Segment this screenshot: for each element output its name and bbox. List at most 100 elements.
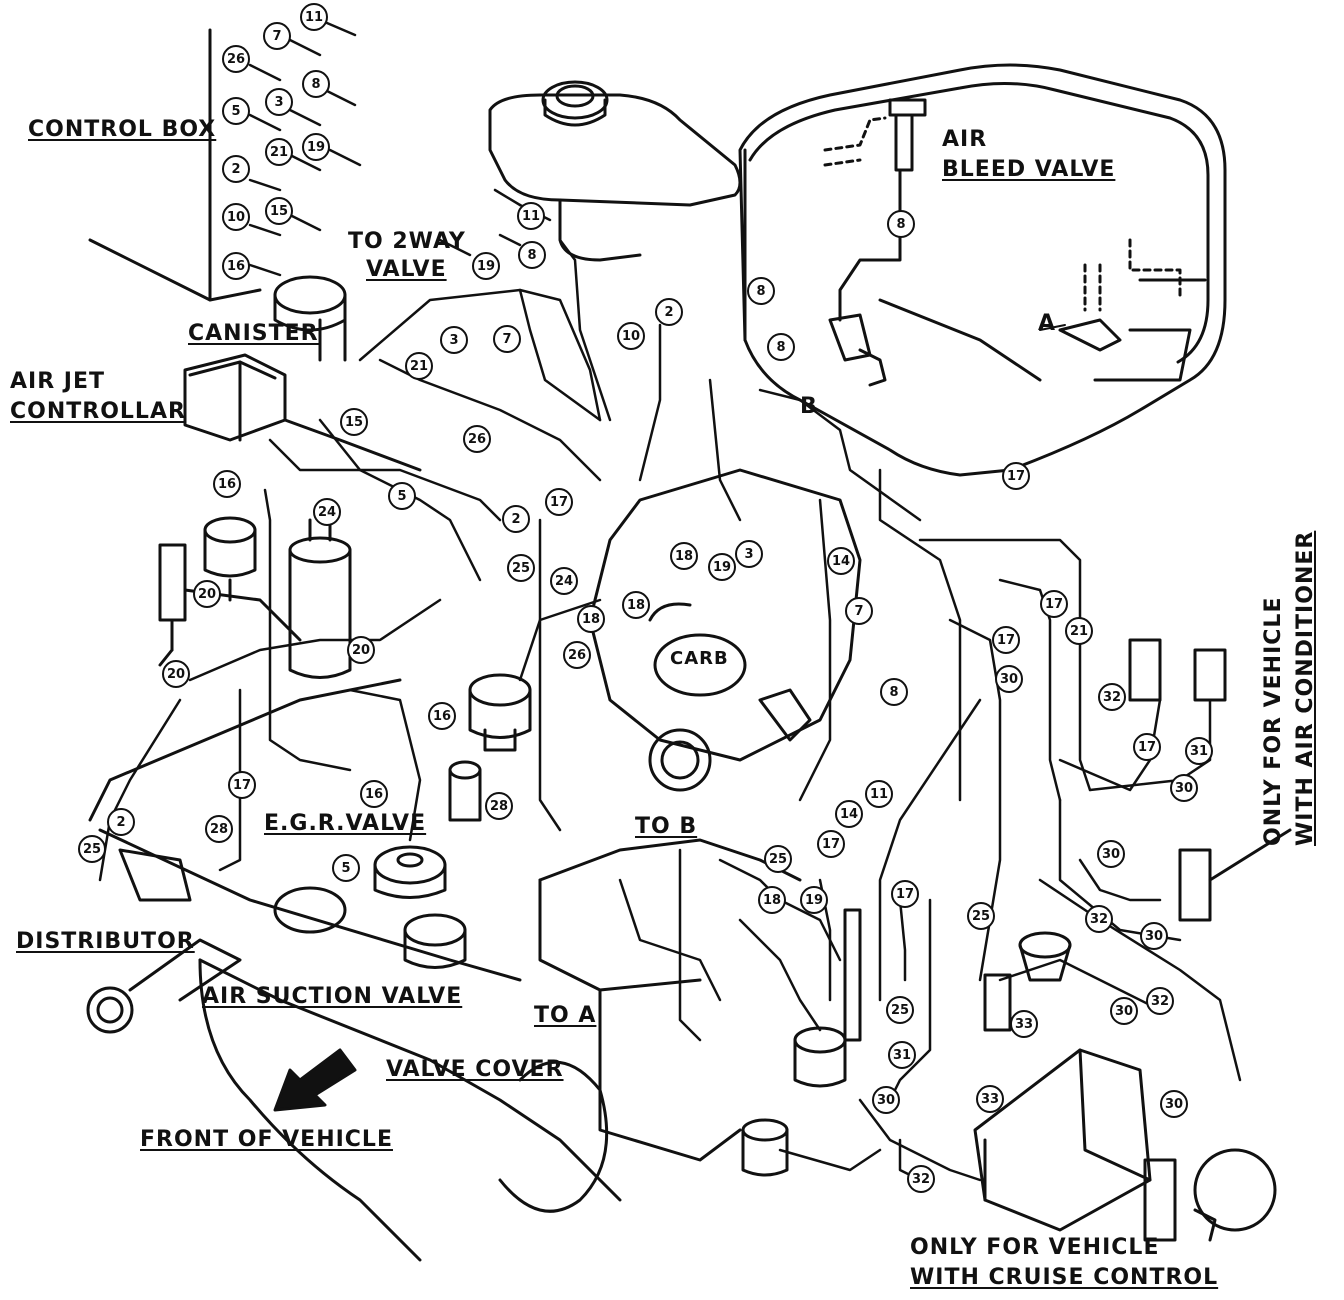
hose-number: 8 [302,70,330,98]
hose-number: 30 [872,1086,900,1114]
hose-number: 24 [313,498,341,526]
hose-number: 10 [222,203,250,231]
hose-number: 3 [735,540,763,568]
solenoid-valves-left [158,516,302,667]
hose-number: 3 [440,326,468,354]
hose-number: 18 [622,591,650,619]
hose-number: 16 [222,252,250,280]
carburetor-assembly [588,468,862,792]
hose-number: 2 [107,808,135,836]
hose-number: 30 [1097,840,1125,868]
hose-number: 19 [708,553,736,581]
egr-valve-label: E.G.R.VALVE [264,811,427,836]
cruise-control-unit [973,931,1277,1242]
hose-number: 15 [340,408,368,436]
hose-number: 2 [222,155,250,183]
hose-number: 14 [835,800,863,828]
to-a-label: TO A [534,1003,597,1028]
control-box-leader-arrows [248,18,552,277]
hose-number: 19 [302,133,330,161]
hose-number: 17 [817,830,845,858]
point-b-label: B [800,394,818,419]
control-box-label: CONTROL BOX [28,117,217,142]
hose-number: 19 [800,886,828,914]
air-suction-valve-label: AIR SUCTION VALVE [202,984,463,1009]
hose-number: 16 [213,470,241,498]
hose-number: 7 [493,325,521,353]
hose-number: 5 [222,97,250,125]
point-a-label: A [1038,311,1057,336]
egr-valve-unit [373,845,447,899]
hose-number: 21 [405,352,433,380]
hose-number: 28 [205,815,233,843]
hose-number: 20 [193,580,221,608]
carb-label: CARB [670,648,729,669]
hose-number: 32 [907,1165,935,1193]
hose-number: 17 [1002,462,1030,490]
hose-number: 26 [463,425,491,453]
hose-number: 21 [265,138,293,166]
hose-number: 25 [886,996,914,1024]
hose-number: 32 [1146,987,1174,1015]
canister-unit [273,275,347,362]
valve-bottom-center [741,908,862,1177]
hose-number: 7 [845,597,873,625]
hose-number: 3 [265,88,293,116]
hose-number: 24 [550,567,578,595]
only-cruise-label-line1: ONLY FOR VEHICLE [910,1235,1160,1260]
valve-cover-label: VALVE COVER [386,1057,564,1082]
hose-number: 2 [502,505,530,533]
hose-number: 11 [517,202,545,230]
air-jet-controllar-label-line2: CONTROLLAR [10,399,186,424]
hose-number: 16 [428,702,456,730]
hose-number: 8 [767,333,795,361]
air-bleed-valve-label-line2: BLEED VALVE [942,157,1116,182]
air-conditioner-unit [1128,638,1292,922]
hose-number: 19 [472,252,500,280]
hose-number: 2 [655,298,683,326]
hose-number: 5 [388,482,416,510]
hose-number: 32 [1085,905,1113,933]
hose-number: 33 [1010,1010,1038,1038]
only-air-conditioner-label-line2: WITH AIR CONDITIONER [1293,530,1318,846]
hose-number: 31 [1185,737,1213,765]
only-cruise-label-line2: WITH CRUISE CONTROL [910,1265,1219,1290]
hose-number: 16 [360,780,388,808]
air-suction-valve-unit [273,886,467,969]
hose-number: 18 [577,605,605,633]
hose-number: 15 [265,197,293,225]
air-cleaner-housing [738,63,1227,477]
hose-number: 17 [992,626,1020,654]
hose-number: 26 [563,641,591,669]
hose-number: 25 [764,845,792,873]
only-air-conditioner-label-line1: ONLY FOR VEHICLE [1261,596,1286,846]
hose-number: 17 [228,771,256,799]
hose-number: 18 [758,886,786,914]
hose-number: 25 [507,554,535,582]
hose-number: 21 [1065,617,1093,645]
hose-number: 11 [300,3,328,31]
hose-number: 32 [1098,683,1126,711]
air-bleed-valve-label-line1: AIR [942,127,988,152]
vacuum-hoses [98,238,1242,1182]
egr-control-valves [448,673,532,822]
front-of-vehicle-arrow [273,1048,357,1112]
hose-number: 8 [518,241,546,269]
control-box-outline [88,28,262,302]
hose-number: 10 [617,322,645,350]
distributor-unit [86,848,242,1034]
hose-number: 30 [995,665,1023,693]
hose-number: 25 [967,902,995,930]
hose-number: 30 [1160,1090,1188,1118]
vacuum-canister-cylinder [288,518,352,679]
front-of-vehicle-label: FRONT OF VEHICLE [140,1127,393,1152]
hose-number: 8 [887,210,915,238]
canister-label: CANISTER [188,321,319,346]
hose-number: 8 [880,678,908,706]
hose-number: 28 [485,792,513,820]
hose-number: 8 [747,277,775,305]
hose-number: 20 [347,636,375,664]
air-jet-controllar-unit [183,353,422,472]
hose-number: 30 [1140,922,1168,950]
